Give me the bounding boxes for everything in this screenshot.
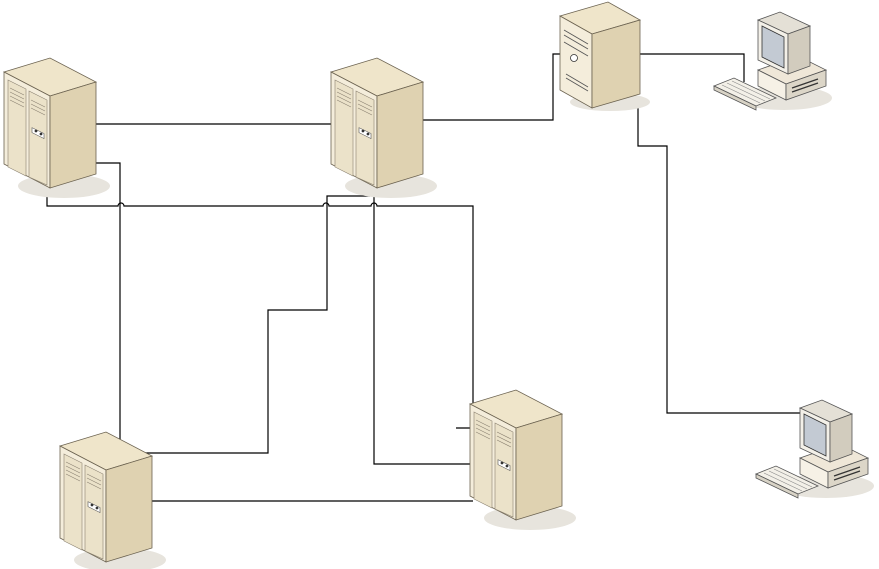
server-top-right-icon[interactable] bbox=[560, 2, 650, 111]
workstation-bottom-right-icon[interactable] bbox=[756, 400, 874, 498]
workstation-top-right-icon[interactable] bbox=[714, 12, 832, 110]
server-top-left-icon[interactable] bbox=[4, 58, 110, 198]
link-bl-bc bbox=[147, 500, 473, 501]
server-bottom-center-icon[interactable] bbox=[470, 390, 576, 530]
server-top-center-icon[interactable] bbox=[331, 58, 437, 198]
connection-links bbox=[47, 54, 830, 501]
link-tc-bl bbox=[120, 196, 370, 453]
link-tr-br bbox=[638, 100, 830, 460]
